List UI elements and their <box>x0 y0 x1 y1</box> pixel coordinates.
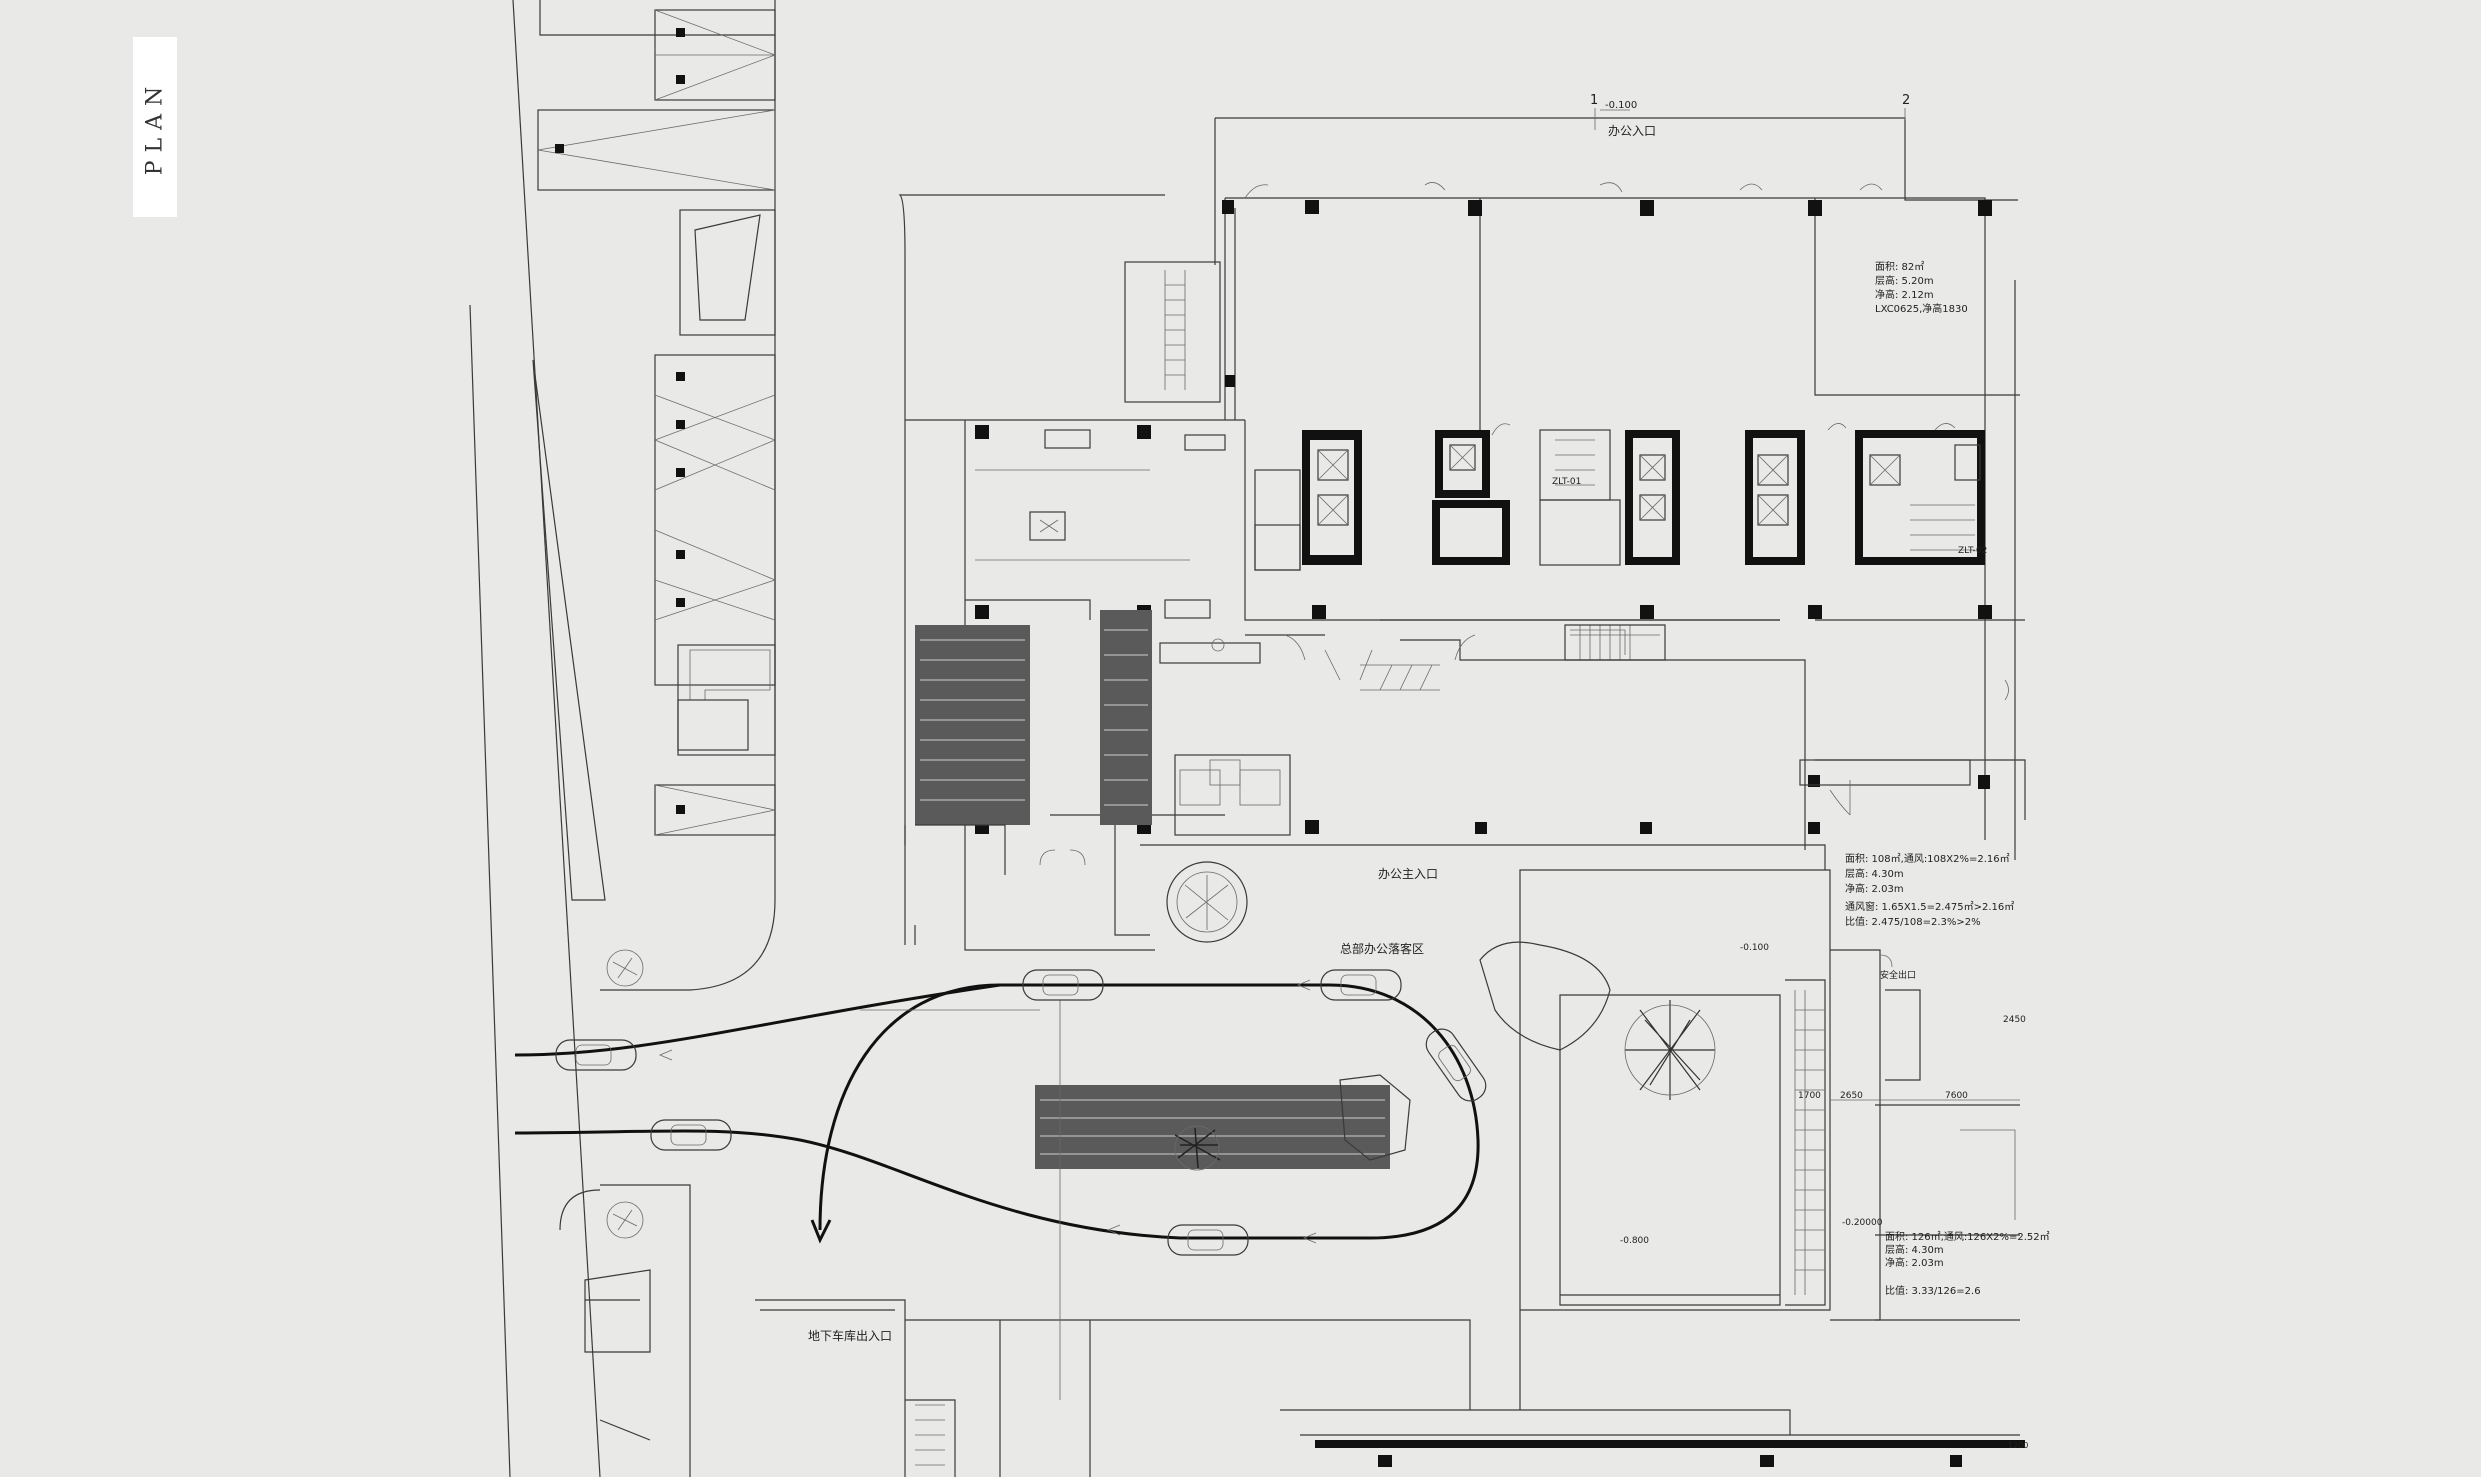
svg-text:LXC0625,净高1830: LXC0625,净高1830 <box>1875 302 1968 315</box>
label-core-left: ZLT-01 <box>1552 477 1581 487</box>
dim-2450: 2450 <box>2003 1015 2026 1025</box>
dim-1200: 1200 <box>2008 1441 2028 1450</box>
doors <box>1244 182 2009 968</box>
car-4 <box>1320 969 1402 1001</box>
drop-off-road <box>514 969 1487 1400</box>
planters <box>904 610 1411 1169</box>
label-office-entrance: 办公入口 <box>1608 123 1656 138</box>
grid-axis-2: 2 <box>1902 93 1910 108</box>
dim-7600: 7600 <box>1945 1091 1968 1101</box>
svg-text:面积: 108㎡,通风:108X2%=2.16㎡: 面积: 108㎡,通风:108X2%=2.16㎡ <box>1845 853 2010 865</box>
svg-text:比值: 3.33/126=2.6: 比值: 3.33/126=2.6 <box>1885 1284 1981 1297</box>
svg-text:净高: 2.03m: 净高: 2.03m <box>1885 1256 1944 1269</box>
dim-1700: 1700 <box>1798 1091 1821 1101</box>
sunken-garden <box>1479 869 2020 1321</box>
plan-labels: -0.100 办公入口 办公主入口 总部办公落客区 地下车库出入口 -0.100… <box>808 100 1987 1343</box>
car-5 <box>1425 1028 1487 1102</box>
svg-text:净高: 2.03m: 净高: 2.03m <box>1845 882 1904 895</box>
svg-text:面积: 126㎡,通风:126X2%=2.52㎡: 面积: 126㎡,通风:126X2%=2.52㎡ <box>1885 1231 2050 1243</box>
svg-text:净高: 2.12m: 净高: 2.12m <box>1875 288 1934 301</box>
svg-text:层高: 4.30m: 层高: 4.30m <box>1845 867 1904 880</box>
room-note-upper-right: 面积: 82㎡ 层高: 5.20m 净高: 2.12m LXC0625,净高18… <box>1875 261 1968 315</box>
svg-text:通风窗: 1.65X1.5=2.475㎡>2.16㎡: 通风窗: 1.65X1.5=2.475㎡>2.16㎡ <box>1845 900 2014 913</box>
car-6 <box>1167 1224 1249 1256</box>
level-garden: -0.800 <box>1620 1236 1649 1246</box>
lower-site <box>755 1299 2025 1477</box>
car-3 <box>1022 969 1104 1001</box>
building-outline <box>898 117 2026 951</box>
level-plaza: -0.100 <box>1740 943 1769 953</box>
cores <box>1254 429 1985 660</box>
label-hq-drop-off: 总部办公落客区 <box>1340 941 1424 956</box>
svg-text:比值: 2.475/108=2.3%>2%: 比值: 2.475/108=2.3%>2% <box>1845 915 1981 928</box>
svg-text:层高: 4.30m: 层高: 4.30m <box>1885 1243 1944 1256</box>
room-note-mid-right: 面积: 108㎡,通风:108X2%=2.16㎡ 层高: 4.30m 净高: 2… <box>1845 853 2014 928</box>
parking-bays <box>537 9 777 1239</box>
left-street <box>469 0 776 1477</box>
dim-2650: 2650 <box>1840 1091 1863 1101</box>
svg-text:层高: 5.20m: 层高: 5.20m <box>1875 274 1934 287</box>
plaza-stair <box>1564 624 1666 661</box>
label-office-main-entrance: 办公主入口 <box>1378 866 1438 881</box>
grid-axis-markers: 1 2 <box>1590 93 1910 130</box>
dimension-strings: 1700 2650 7600 2450 1200 <box>1798 1015 2028 1450</box>
room-note-low-right: 面积: 126㎡,通风:126X2%=2.52㎡ 层高: 4.30m 净高: 2… <box>1885 1231 2050 1297</box>
grid-axis-1: 1 <box>1590 93 1598 108</box>
level-lower: -0.20000 <box>1842 1218 1883 1228</box>
lobby-fixtures <box>975 429 1971 836</box>
label-garage-entrance: 地下车库出入口 <box>808 1328 892 1343</box>
svg-text:面积: 82㎡: 面积: 82㎡ <box>1875 261 1924 273</box>
car-1 <box>555 1039 637 1071</box>
label-safety-exit: 安全出口 <box>1880 969 1916 981</box>
trees <box>1166 861 1716 1171</box>
label-core-right: ZLT-02 <box>1958 546 1987 556</box>
plan-tab: PLAN <box>133 37 177 217</box>
level-top: -0.100 <box>1605 100 1637 111</box>
car-2 <box>650 1119 732 1151</box>
